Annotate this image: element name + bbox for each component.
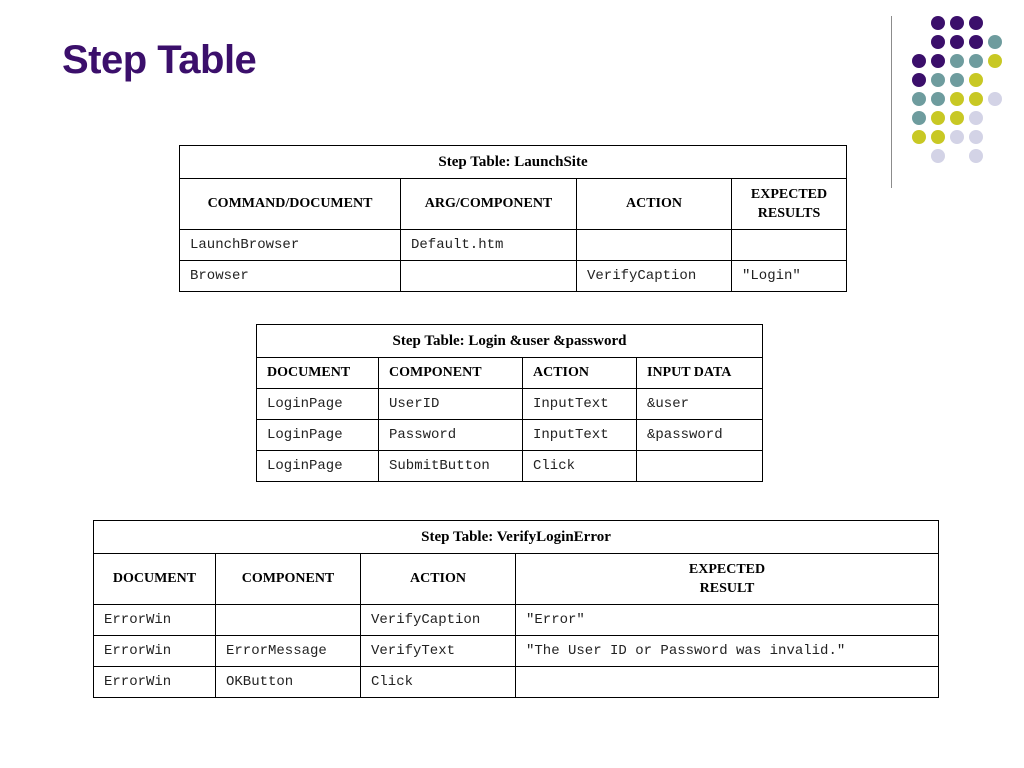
table-cell xyxy=(515,666,939,698)
decorative-dot xyxy=(969,111,983,125)
decorative-dot xyxy=(931,35,945,49)
column-header: ACTION xyxy=(522,357,637,389)
column-header-expected-result: EXPECTED RESULT xyxy=(515,553,939,605)
column-header: DOCUMENT xyxy=(256,357,379,389)
table-cell: VerifyText xyxy=(360,635,516,667)
table-cell: VerifyCaption xyxy=(360,604,516,636)
table-row: ErrorWin OKButton Click xyxy=(93,666,939,698)
table-caption: Step Table: Login &user &password xyxy=(256,324,763,358)
table-cell: &user xyxy=(636,388,763,420)
table-cell: &password xyxy=(636,419,763,451)
table-cell xyxy=(730,229,848,261)
table-cell xyxy=(400,260,577,292)
step-table-login: Step Table: Login &user &password DOCUME… xyxy=(256,324,763,482)
table-cell xyxy=(576,229,732,261)
table-row: ErrorWin VerifyCaption "Error" xyxy=(93,604,939,636)
table-row: ErrorWin ErrorMessage VerifyText "The Us… xyxy=(93,635,939,667)
column-header: ACTION xyxy=(576,178,732,230)
slide-title: Step Table xyxy=(62,38,257,82)
table-cell: "The User ID or Password was invalid." xyxy=(515,635,939,667)
decorative-dot xyxy=(988,54,1002,68)
decorative-dot xyxy=(969,92,983,106)
table-cell: Click xyxy=(522,450,637,482)
header-line: RESULTS xyxy=(757,206,821,221)
step-table-verifyloginerror: Step Table: VerifyLoginError DOCUMENT CO… xyxy=(93,520,939,698)
decorative-dot xyxy=(912,54,926,68)
decorative-dot xyxy=(969,16,983,30)
column-header: COMPONENT xyxy=(215,553,361,605)
decorative-dot xyxy=(950,16,964,30)
decorative-dot xyxy=(931,16,945,30)
column-header-expected-results: EXPECTED RESULTS xyxy=(730,178,848,230)
decorative-dot xyxy=(931,92,945,106)
decorative-dot xyxy=(969,54,983,68)
table-caption: Step Table: VerifyLoginError xyxy=(93,520,939,554)
table-row: LaunchBrowser Default.htm xyxy=(179,229,848,261)
table-cell: ErrorWin xyxy=(93,666,216,698)
table-cell: SubmitButton xyxy=(378,450,523,482)
table-cell: InputText xyxy=(522,388,637,420)
decorative-dot xyxy=(969,130,983,144)
table-cell: "Login" xyxy=(730,260,848,292)
decorative-dot xyxy=(969,35,983,49)
column-header: DOCUMENT xyxy=(93,553,216,605)
header-line: EXPECTED xyxy=(688,562,766,577)
table-cell: InputText xyxy=(522,419,637,451)
decorative-dot xyxy=(969,73,983,87)
column-header: ACTION xyxy=(360,553,516,605)
decorative-dot xyxy=(931,54,945,68)
table-row: LoginPage Password InputText &password xyxy=(256,419,763,451)
table-cell: Password xyxy=(378,419,523,451)
table-cell: OKButton xyxy=(215,666,361,698)
table-cell: LoginPage xyxy=(256,419,379,451)
table-cell: Click xyxy=(360,666,516,698)
table-cell: ErrorWin xyxy=(93,604,216,636)
decorative-dot xyxy=(912,92,926,106)
decorative-dot xyxy=(931,130,945,144)
decorative-dot xyxy=(988,92,1002,106)
decorative-dot xyxy=(950,130,964,144)
table-cell: LoginPage xyxy=(256,450,379,482)
decorative-dot xyxy=(950,54,964,68)
step-table-launchsite: Step Table: LaunchSite COMMAND/DOCUMENT … xyxy=(178,145,848,292)
column-header: COMMAND/DOCUMENT xyxy=(179,178,401,230)
table-cell: Default.htm xyxy=(400,229,577,261)
header-line: EXPECTED xyxy=(750,187,828,202)
decorative-dot xyxy=(931,111,945,125)
decorative-dot xyxy=(912,111,926,125)
table-row: LoginPage SubmitButton Click xyxy=(256,450,763,482)
decorative-dot xyxy=(950,111,964,125)
column-header: ARG/COMPONENT xyxy=(400,178,577,230)
table-cell: Browser xyxy=(179,260,401,292)
table-cell: ErrorWin xyxy=(93,635,216,667)
decorative-dot xyxy=(950,35,964,49)
decorative-dot xyxy=(912,73,926,87)
table-cell: VerifyCaption xyxy=(576,260,732,292)
decorative-dot xyxy=(950,73,964,87)
decorative-dot xyxy=(912,130,926,144)
table-cell: LoginPage xyxy=(256,388,379,420)
table-row: Browser VerifyCaption "Login" xyxy=(179,260,848,292)
table-cell: LaunchBrowser xyxy=(179,229,401,261)
column-header: INPUT DATA xyxy=(636,357,763,389)
decorative-dot xyxy=(931,73,945,87)
table-row: LoginPage UserID InputText &user xyxy=(256,388,763,420)
table-cell xyxy=(215,604,361,636)
decorative-dot xyxy=(950,92,964,106)
decorative-dot xyxy=(988,35,1002,49)
table-cell: "Error" xyxy=(515,604,939,636)
decorative-dot xyxy=(931,149,945,163)
divider-line xyxy=(891,16,892,188)
table-cell: UserID xyxy=(378,388,523,420)
decorative-dot xyxy=(969,149,983,163)
table-cell xyxy=(636,450,763,482)
column-header: COMPONENT xyxy=(378,357,523,389)
table-caption: Step Table: LaunchSite xyxy=(178,145,848,179)
table-cell: ErrorMessage xyxy=(215,635,361,667)
header-line: RESULT xyxy=(699,581,755,596)
